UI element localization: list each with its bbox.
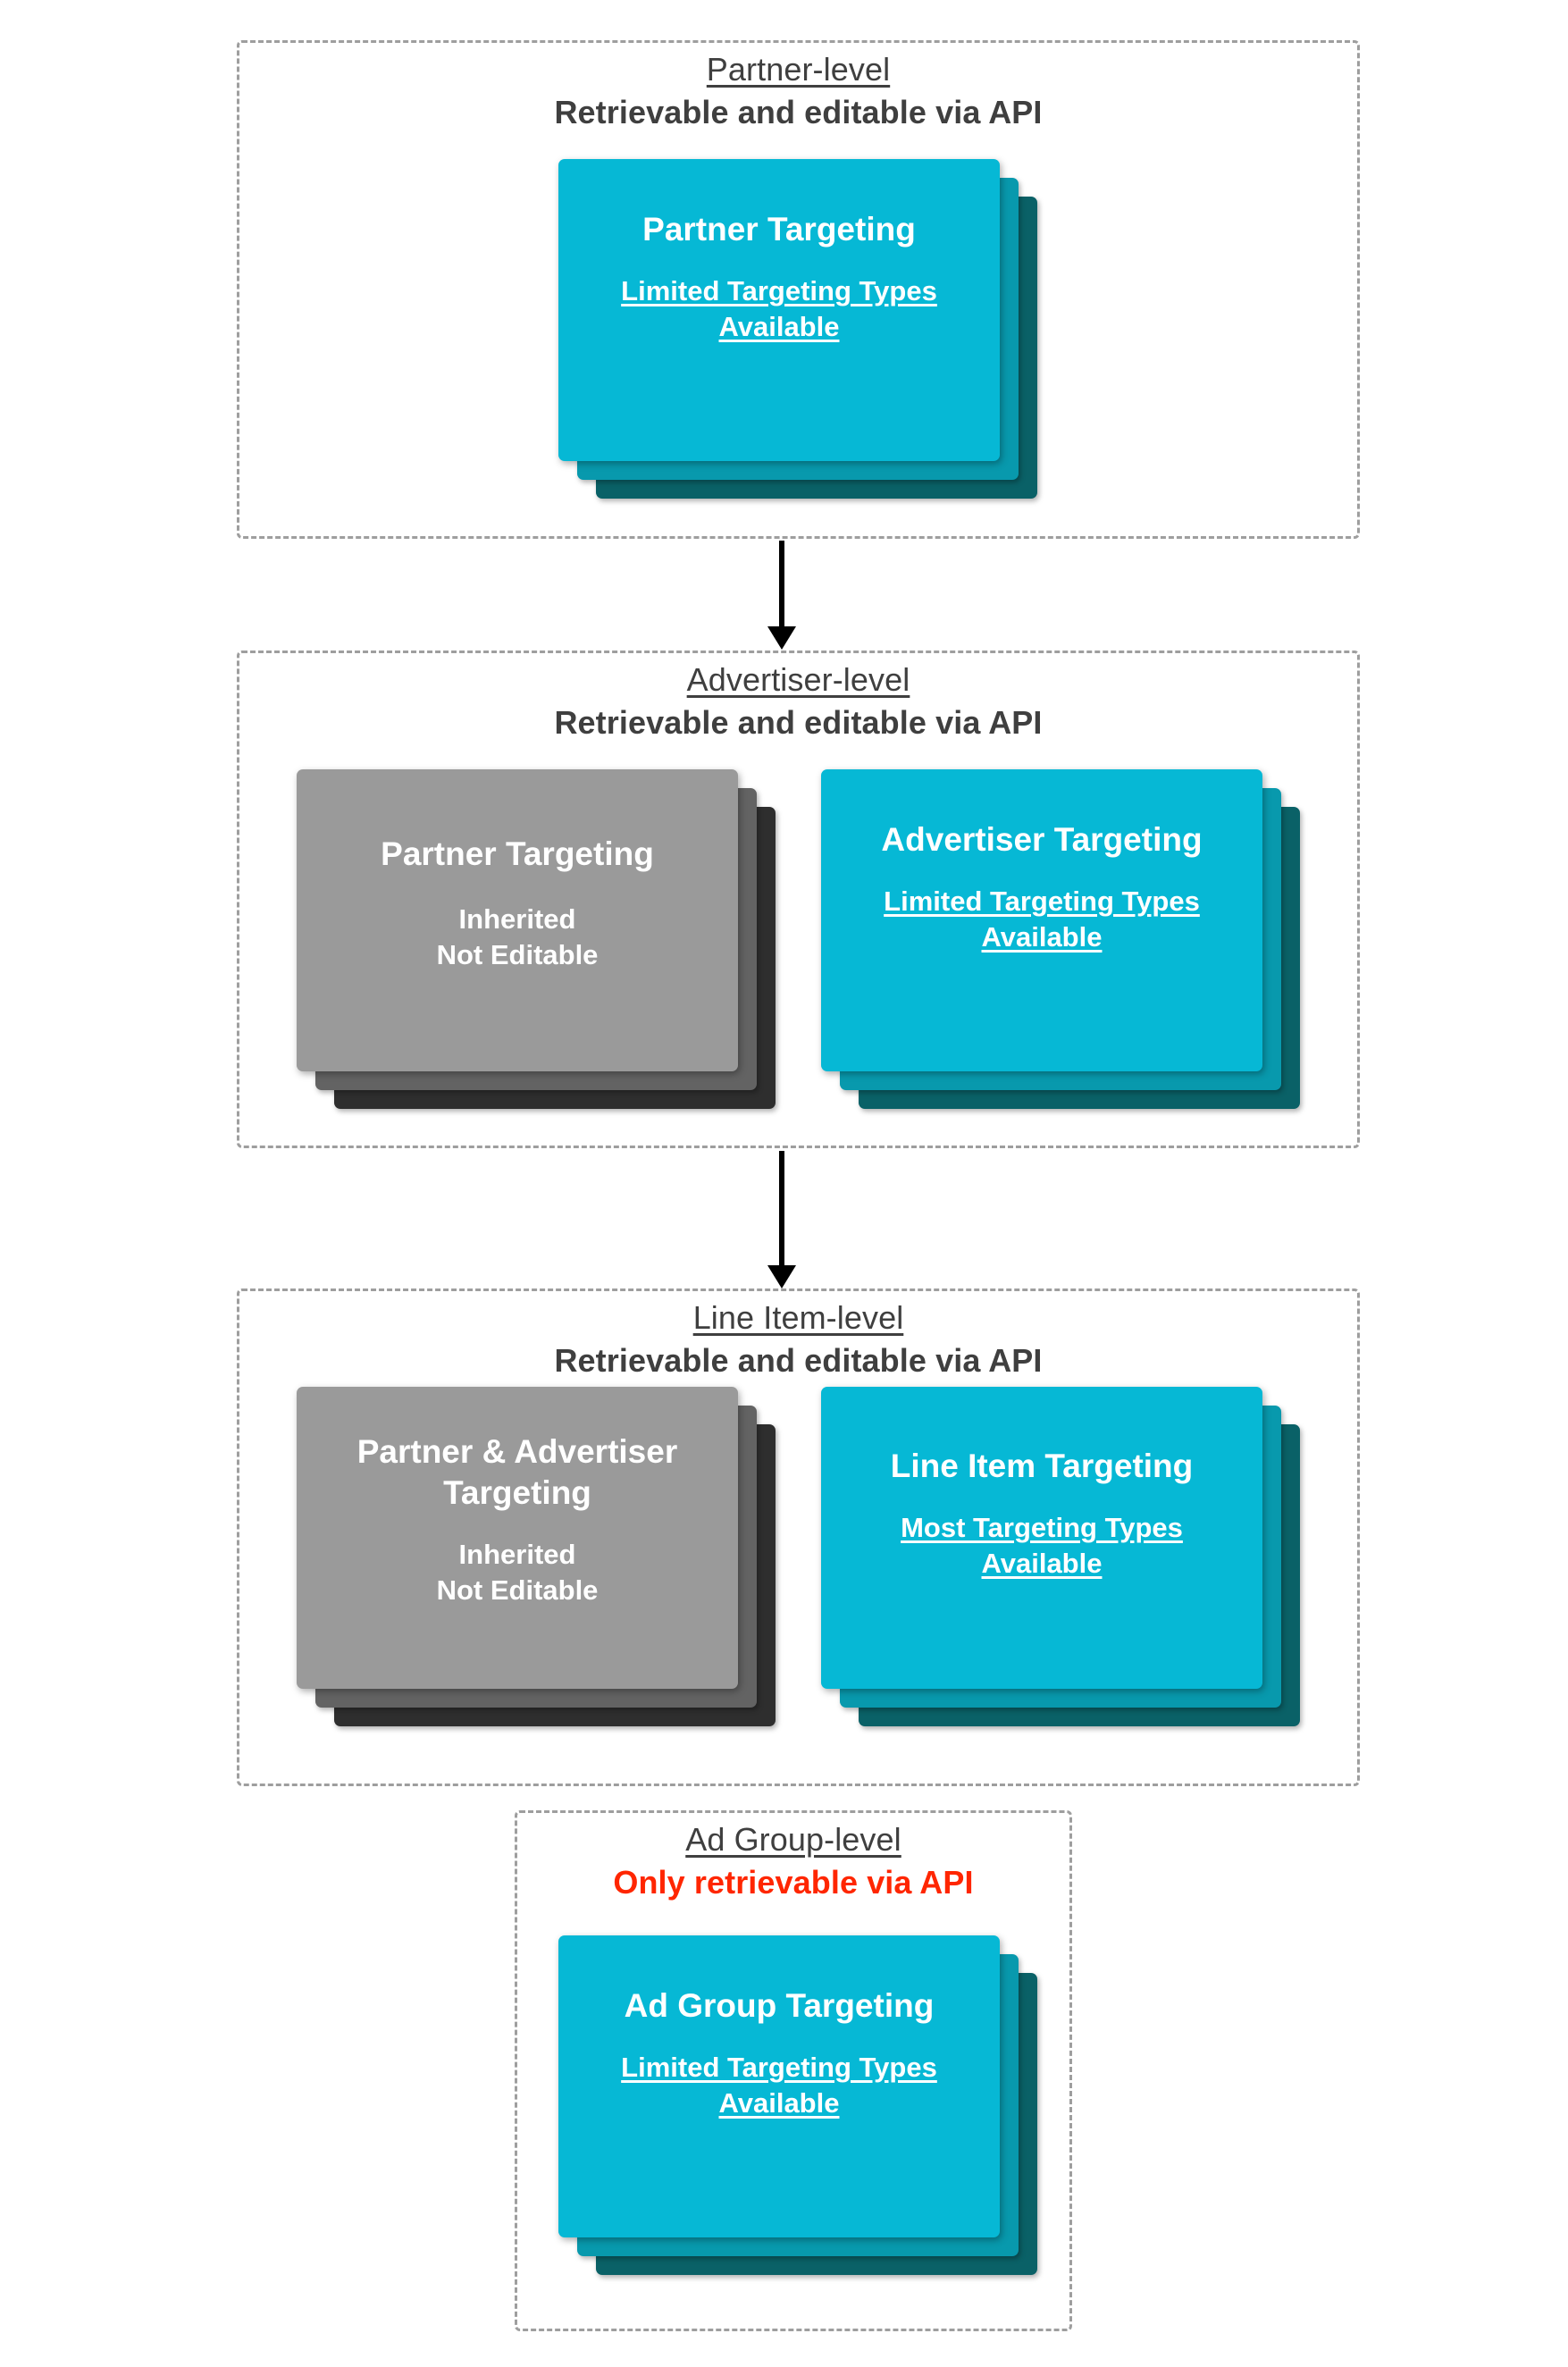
card-advertiser-targeting[interactable]: Advertiser Targeting Limited Targeting T… (821, 769, 1300, 1109)
card-stack-front-layer: Partner Targeting Inherited Not Editable (297, 769, 738, 1071)
card-stack-front-layer: Partner Targeting Limited Targeting Type… (558, 159, 1000, 461)
card-stack-front-layer: Advertiser Targeting Limited Targeting T… (821, 769, 1262, 1071)
card-title: Partner Targeting (642, 211, 916, 248)
card-subtitle: Most Targeting Types Available (901, 1512, 1183, 1579)
level-box-line-item (237, 1288, 1360, 1786)
card-subtitle: Inherited Not Editable (436, 1539, 599, 1606)
card-partner-targeting[interactable]: Partner Targeting Limited Targeting Type… (558, 159, 1037, 499)
card-stack-front-layer: Line Item Targeting Most Targeting Types… (821, 1387, 1262, 1689)
connector-advertiser-to-line-item (767, 1151, 796, 1289)
card-subtitle: Limited Targeting Types Available (621, 275, 937, 342)
connector-shaft (779, 541, 784, 626)
card-partner-advertiser-targeting-inherited[interactable]: Partner & Advertiser Targeting Inherited… (297, 1387, 776, 1726)
card-line-item-targeting[interactable]: Line Item Targeting Most Targeting Types… (821, 1387, 1300, 1726)
level-box-advertiser (237, 651, 1360, 1148)
card-title: Line Item Targeting (890, 1448, 1194, 1484)
connector-arrowhead (767, 626, 796, 650)
connector-partner-to-advertiser (767, 541, 796, 650)
card-subtitle: Limited Targeting Types Available (884, 886, 1200, 953)
card-title: Advertiser Targeting (881, 821, 1203, 858)
card-title: Partner & Advertiser Targeting (356, 1433, 678, 1511)
level-box-partner (237, 40, 1360, 539)
card-ad-group-targeting[interactable]: Ad Group Targeting Limited Targeting Typ… (558, 1935, 1037, 2275)
card-subtitle: Inherited Not Editable (436, 903, 599, 970)
card-title: Ad Group Targeting (624, 1987, 935, 2024)
card-stack-front-layer: Partner & Advertiser Targeting Inherited… (297, 1387, 738, 1689)
level-box-ad-group (515, 1810, 1072, 2331)
connector-arrowhead (767, 1265, 796, 1288)
card-subtitle: Limited Targeting Types Available (621, 2052, 937, 2119)
card-partner-targeting-inherited[interactable]: Partner Targeting Inherited Not Editable (297, 769, 776, 1109)
connector-shaft (779, 1151, 784, 1265)
card-stack-front-layer: Ad Group Targeting Limited Targeting Typ… (558, 1935, 1000, 2237)
card-title: Partner Targeting (381, 835, 654, 872)
